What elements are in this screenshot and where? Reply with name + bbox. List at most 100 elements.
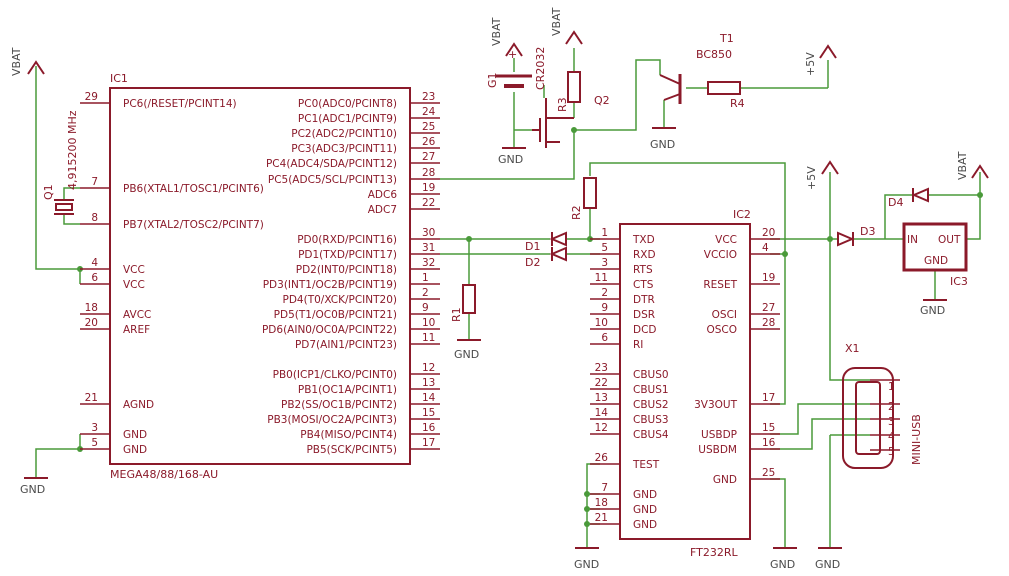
ic1-pin-number: 24	[422, 106, 436, 118]
ic1-pin-number: 32	[422, 257, 435, 269]
ic1-pin-label: PD6(AIN0/OC0A/PCINT22)	[262, 324, 397, 336]
ic2-pin-label: DTR	[633, 294, 655, 306]
ic1-pin-number: 5	[91, 437, 98, 449]
gnd-ic2-right-label: GND	[770, 558, 795, 571]
ic1-pin-label: PD4(T0/XCK/PCINT20)	[283, 294, 398, 306]
ic2-pin-label: VCCIO	[704, 249, 737, 261]
ic2-pin-number: 26	[595, 452, 609, 464]
diode-d1: D1	[525, 231, 567, 253]
ic1-left-pins: 29PC6(/RESET/PCINT14)7PB6(XTAL1/TOSC1/PC…	[80, 91, 264, 456]
ic1-pin-label: PB7(XTAL2/TOSC2/PCINT7)	[123, 219, 264, 231]
ic1-pin-number: 16	[422, 422, 436, 434]
ic1-pin-label: PB1(OC1A/PCINT1)	[298, 384, 397, 396]
ic2-pin-number: 6	[601, 332, 608, 344]
ic1-pin-label: AREF	[123, 324, 150, 336]
ic2-pin-number: 9	[601, 302, 608, 314]
ic2-pin-label: RESET	[703, 279, 737, 291]
ic1-pin-number: 8	[91, 212, 98, 224]
r3-label: R3	[556, 97, 569, 112]
ic2-pin-label: CBUS2	[633, 399, 669, 411]
ic1-pin-number: 6	[91, 272, 98, 284]
ic1-value: MEGA48/88/168-AU	[110, 468, 218, 481]
ic1: IC1 MEGA48/88/168-AU 29PC6(/RESET/PCINT1…	[80, 72, 440, 481]
ic2-pin-number: 15	[762, 422, 775, 434]
mosfet-q2: Q2	[532, 94, 610, 148]
plus5v-d3-label: +5V	[805, 166, 818, 190]
r1-label: R1	[450, 307, 463, 322]
ic2-pin-number: 22	[595, 377, 608, 389]
ic2-pin-label: CTS	[633, 279, 654, 291]
ic2-pin-number: 21	[595, 512, 608, 524]
ic1-pin-number: 19	[422, 182, 435, 194]
ic1-pin-number: 9	[422, 302, 429, 314]
r4-label: R4	[730, 97, 745, 110]
ic2-pin-label: GND	[633, 489, 657, 501]
ic2-pin-label: CBUS4	[633, 429, 669, 441]
ic1-pin-number: 21	[85, 392, 98, 404]
ic1-pin-number: 4	[91, 257, 98, 269]
ic2-pin-label: TEST	[632, 459, 660, 471]
ic3-gnd-label: GND	[924, 255, 948, 267]
ic1-pin-label: PD1(TXD/PCINT17)	[298, 249, 397, 261]
usb-connector-x1: 1 2 3 4 5 X1 MINI-USB	[842, 342, 923, 469]
usb-value: MINI-USB	[910, 414, 923, 465]
ic2-pin-number: 25	[762, 467, 775, 479]
ic1-pin-number: 11	[422, 332, 435, 344]
ic1-pin-label: PC2(ADC2/PCINT10)	[291, 128, 397, 140]
ic2-pin-number: 23	[595, 362, 608, 374]
usb-name: X1	[845, 342, 860, 355]
ic2-pin-number: 1	[601, 227, 608, 239]
ic1-pin-number: 22	[422, 197, 435, 209]
r2-label: R2	[570, 205, 583, 220]
ic2-pin-number: 14	[595, 407, 609, 419]
ic2-pin-label: CBUS0	[633, 369, 669, 381]
ic2-pin-label: OSCO	[706, 324, 737, 336]
ic1-pin-number: 26	[422, 136, 436, 148]
ic2-pin-label: 3V3OUT	[694, 399, 737, 411]
ic2-pin-label: RTS	[633, 264, 653, 276]
ic1-pin-label: PB5(SCK/PCINT5)	[306, 444, 397, 456]
ic2-pin-label: VCC	[715, 234, 737, 246]
gnd-battery-label: GND	[498, 153, 523, 166]
ic1-pin-number: 13	[422, 377, 435, 389]
ic1-pin-label: GND	[123, 429, 147, 441]
usb-pin-5: 5	[888, 446, 895, 458]
ic1-pin-number: 1	[422, 272, 429, 284]
ic1-pin-label: AVCC	[123, 309, 151, 321]
ic2: IC2 FT232RL 1TXD5RXD3RTS11CTS2DTR9DSR10D…	[590, 208, 780, 559]
ic1-pin-label: PC3(ADC3/PCINT11)	[291, 143, 397, 155]
ic2-pin-number: 5	[601, 242, 608, 254]
resistor-r4: R4	[707, 81, 745, 110]
ic2-pin-label: RXD	[633, 249, 656, 261]
q1-value: 4,915200 MHz	[66, 110, 79, 190]
supply-symbols: VBAT VBAT VBAT VBAT +5V +5V GND GND GND …	[10, 7, 989, 571]
ic1-pin-number: 23	[422, 91, 435, 103]
ic2-pin-number: 27	[762, 302, 775, 314]
